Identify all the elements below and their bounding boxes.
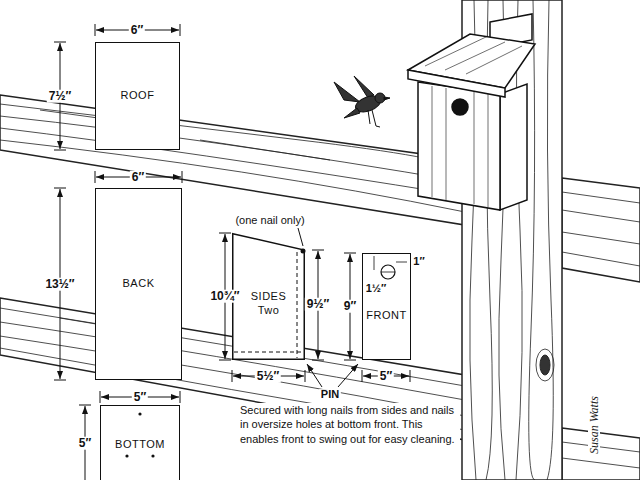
note-label: (one nail only) xyxy=(233,215,306,227)
panel-name: ROOF xyxy=(121,89,155,103)
birdhouse xyxy=(408,14,535,210)
dimension: 9″ xyxy=(342,300,358,313)
part-label: PIN xyxy=(319,389,341,401)
dimension: 9½″ xyxy=(305,298,331,311)
dimension: 5½″ xyxy=(255,370,281,383)
dimension: 1½″ xyxy=(364,283,389,295)
dimension: 6″ xyxy=(130,171,146,184)
dimension: 5″ xyxy=(132,391,148,404)
dimension: 10¾″ xyxy=(208,290,241,303)
dimension: 7½″ xyxy=(47,90,73,103)
panel-name: SIDES Two xyxy=(247,290,291,318)
dimension: 5″ xyxy=(378,370,394,383)
bluebird xyxy=(334,76,390,127)
nail xyxy=(301,249,306,254)
dimension: 13½″ xyxy=(43,278,76,291)
panel-name: FRONT xyxy=(366,309,406,323)
panel-name: BACK xyxy=(123,277,155,291)
artist-signature: Susan Watts xyxy=(588,394,600,456)
entrance-hole xyxy=(374,256,407,279)
dimension: 6″ xyxy=(129,24,145,37)
roof-panel: ROOF xyxy=(95,42,180,150)
dimension: 5″ xyxy=(77,437,93,450)
side-dashed-lines xyxy=(234,252,303,358)
assembly-note: Secured with long nails from sides and n… xyxy=(240,403,460,446)
front-panel: FRONT xyxy=(362,253,411,360)
side-panel: SIDES Two xyxy=(232,233,305,360)
dimension: 1″ xyxy=(411,256,426,268)
side-panel-outline xyxy=(233,234,305,360)
bottom-panel: BOTTOM xyxy=(100,405,180,480)
drain-holes xyxy=(125,412,154,457)
panel-name: BOTTOM xyxy=(115,438,165,452)
back-panel: BACK xyxy=(95,188,182,380)
